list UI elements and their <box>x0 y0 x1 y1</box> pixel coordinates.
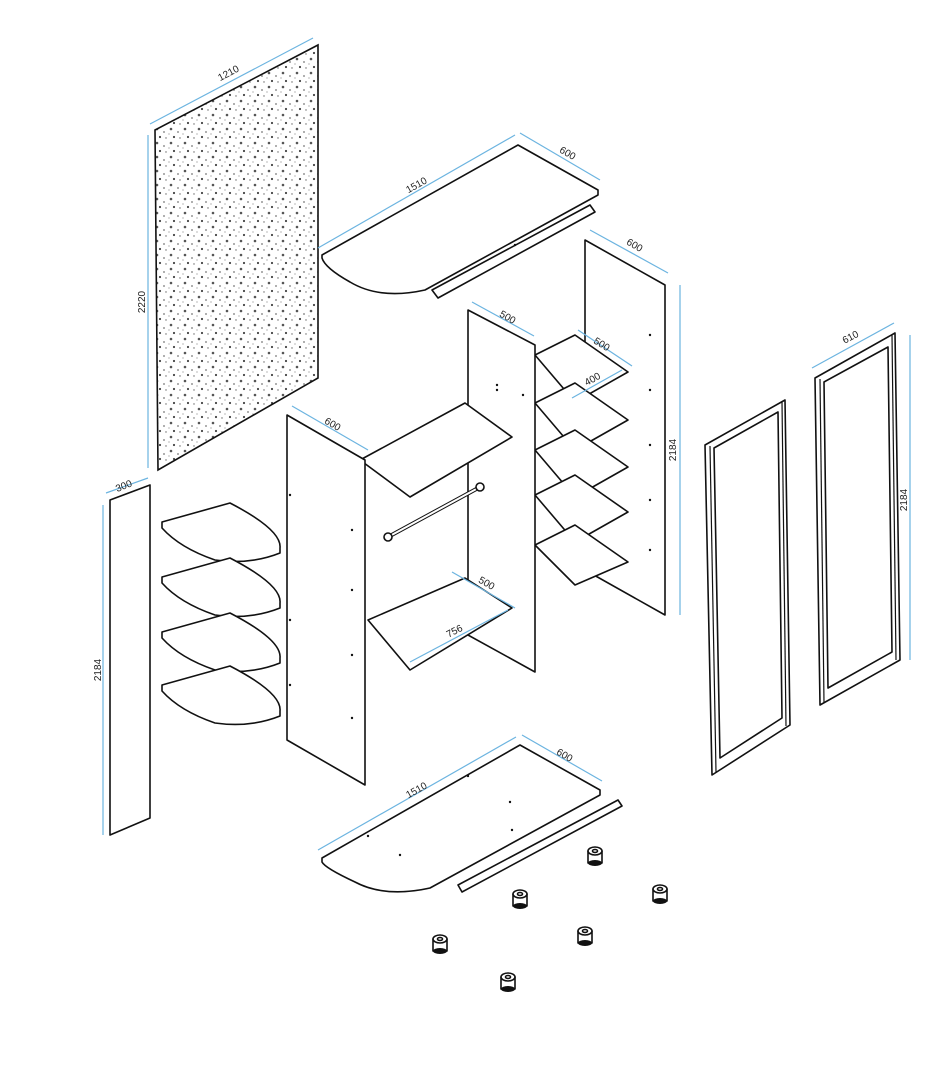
dim-back-width: 1210 <box>216 64 241 84</box>
foot <box>432 934 448 954</box>
door-frame-back: 610 2184 <box>811 322 911 706</box>
foot <box>512 889 528 909</box>
dim-top-depth: 600 <box>557 145 577 163</box>
foot <box>500 972 516 992</box>
foot <box>652 884 668 904</box>
dim-right-side-height: 2184 <box>668 438 679 461</box>
dim-narrow-panel-height: 2184 <box>93 658 104 681</box>
top-board: 1510 600 <box>317 132 601 299</box>
dim-left-panel-depth: 600 <box>322 416 342 434</box>
dim-door-height: 2184 <box>899 488 910 511</box>
narrow-panel: 300 2184 <box>93 477 151 836</box>
back-panel: 1210 2220 <box>137 37 319 472</box>
middle-partition: 500 <box>467 301 536 673</box>
corner-shelves <box>161 502 281 726</box>
dim-back-height: 2220 <box>137 290 148 313</box>
dim-door-width: 610 <box>841 329 861 347</box>
hanging-section: 500 756 <box>359 402 516 671</box>
dim-bottom-depth: 600 <box>554 747 574 765</box>
door-frame-front <box>704 399 791 776</box>
dim-partition-depth: 500 <box>497 309 517 327</box>
dim-top-length: 1510 <box>404 175 429 196</box>
dim-right-side-depth: 600 <box>624 237 644 255</box>
left-side-panel: 600 <box>286 405 369 786</box>
leveling-feet <box>432 846 668 992</box>
bottom-board: 1510 600 <box>317 734 623 893</box>
foot <box>587 846 603 866</box>
foot <box>577 926 593 946</box>
right-shelves: 500 400 <box>534 329 633 586</box>
